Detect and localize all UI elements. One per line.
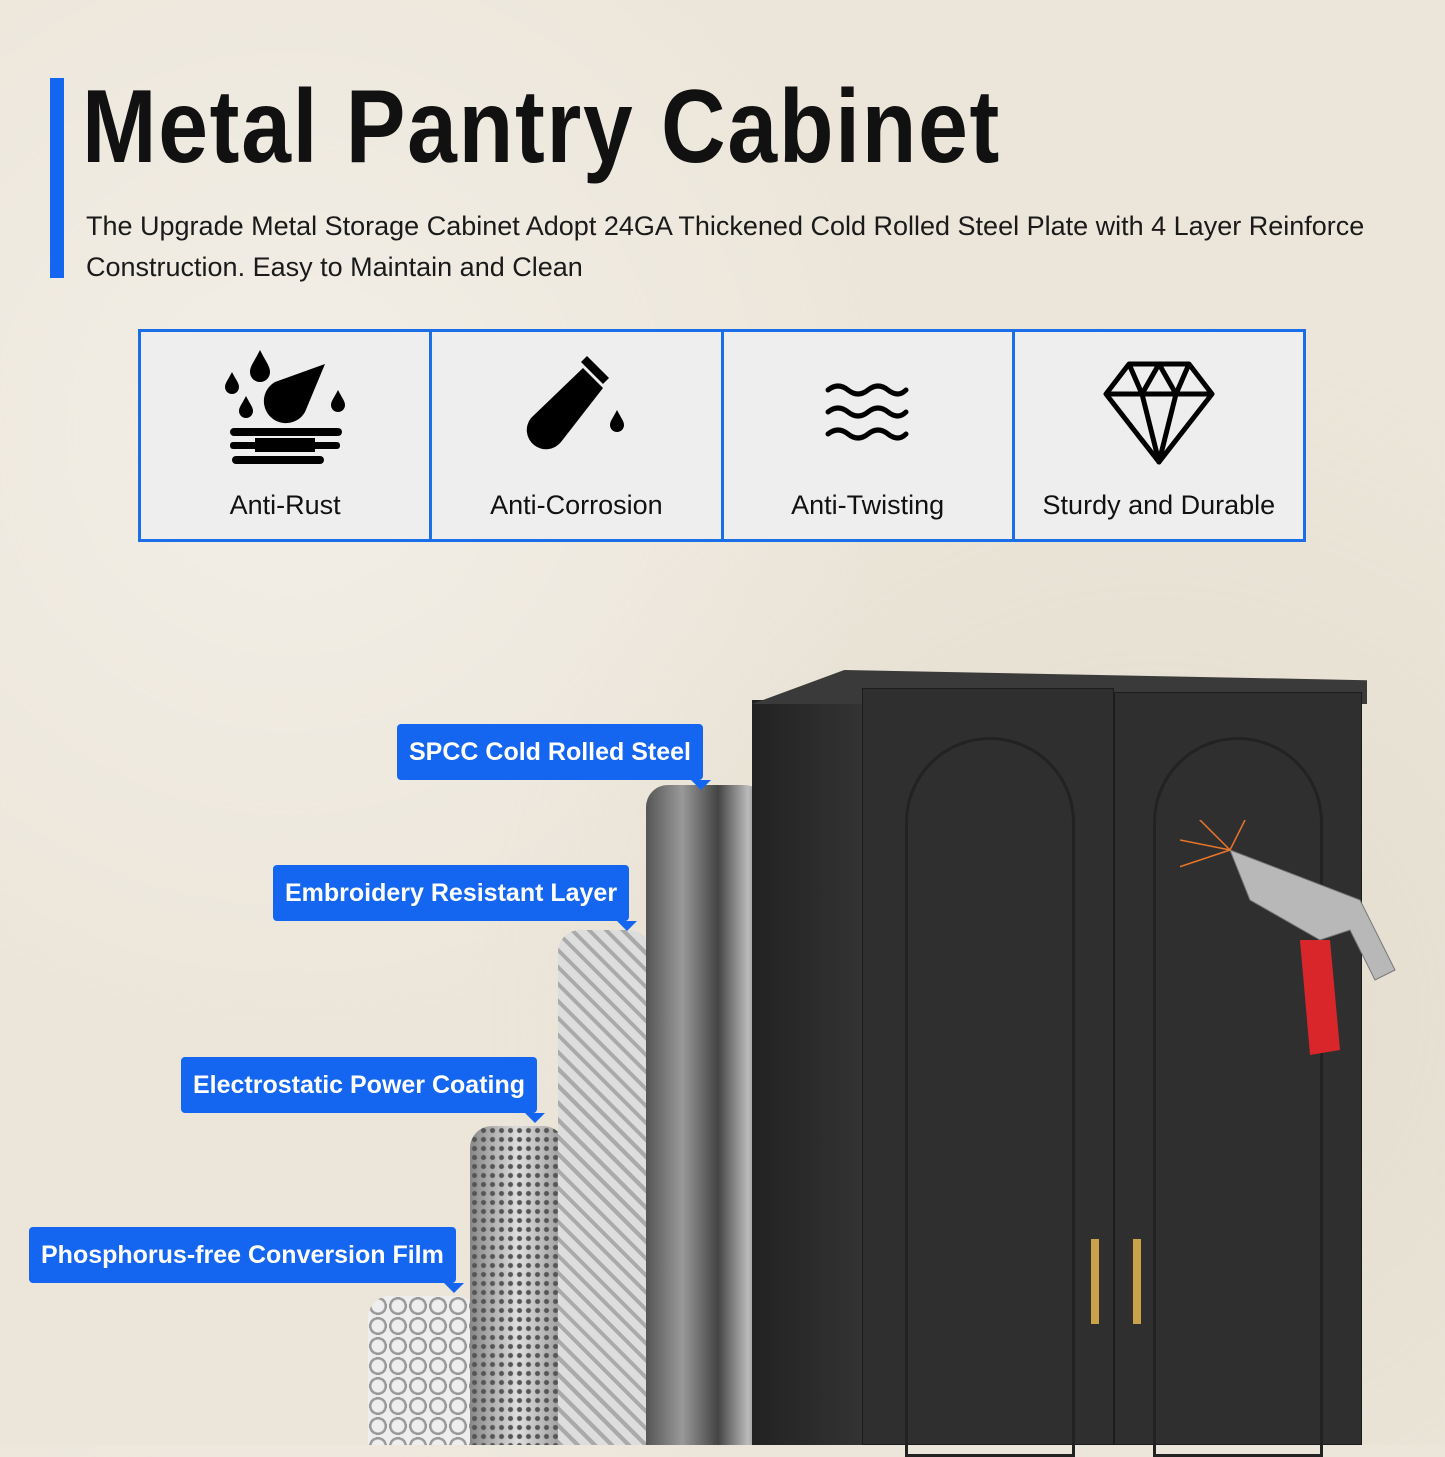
layer-conversion-film <box>368 1296 478 1445</box>
layer-resistant <box>558 930 650 1445</box>
cabinet-door-left <box>862 688 1114 1457</box>
test-tube-icon <box>527 356 625 450</box>
feature-label: Sturdy and Durable <box>1042 490 1276 520</box>
feature-anti-corrosion: Anti-Corrosion <box>432 332 724 539</box>
feature-anti-rust: Anti-Rust <box>141 332 433 539</box>
feature-label: Anti-Corrosion <box>490 490 663 520</box>
door-handle[interactable] <box>1133 1239 1141 1324</box>
cabinet-side <box>752 700 862 1445</box>
layer-cold-rolled-steel <box>646 785 766 1445</box>
feature-label: Anti-Twisting <box>791 490 945 520</box>
callout-resistant-layer: Embroidery Resistant Layer <box>273 865 638 931</box>
cabinet <box>752 670 1367 1457</box>
feature-sturdy-durable: Sturdy and Durable <box>1015 332 1303 539</box>
door-handle[interactable] <box>1091 1239 1099 1324</box>
subtitle-line-1: The Upgrade Metal Storage Cabinet Adopt … <box>86 211 1365 241</box>
callout-conversion-film: Phosphorus-free Conversion Film <box>29 1227 464 1293</box>
callout-power-coating: Electrostatic Power Coating <box>181 1057 546 1123</box>
cabinet-door-right <box>1114 692 1362 1457</box>
hammer-icon <box>1180 820 1396 1055</box>
feature-label: Anti-Rust <box>229 490 341 520</box>
waves-icon <box>825 383 909 441</box>
diamond-icon <box>1103 361 1215 465</box>
accent-bar <box>50 78 64 278</box>
subtitle-line-2: Construction. Easy to Maintain and Clean <box>86 252 583 282</box>
layer-power-coating <box>470 1126 565 1445</box>
callout-spcc: SPCC Cold Rolled Steel <box>397 724 711 790</box>
feature-anti-twisting: Anti-Twisting <box>724 332 1015 539</box>
subtitle: The Upgrade Metal Storage Cabinet Adopt … <box>86 206 1445 288</box>
water-drops-icon <box>225 350 346 464</box>
feature-panel: Anti-Rust Anti-Corrosion Anti-Twisting S… <box>138 329 1306 542</box>
door-arch <box>905 737 1075 1457</box>
page-title: Metal Pantry Cabinet <box>82 69 1002 185</box>
